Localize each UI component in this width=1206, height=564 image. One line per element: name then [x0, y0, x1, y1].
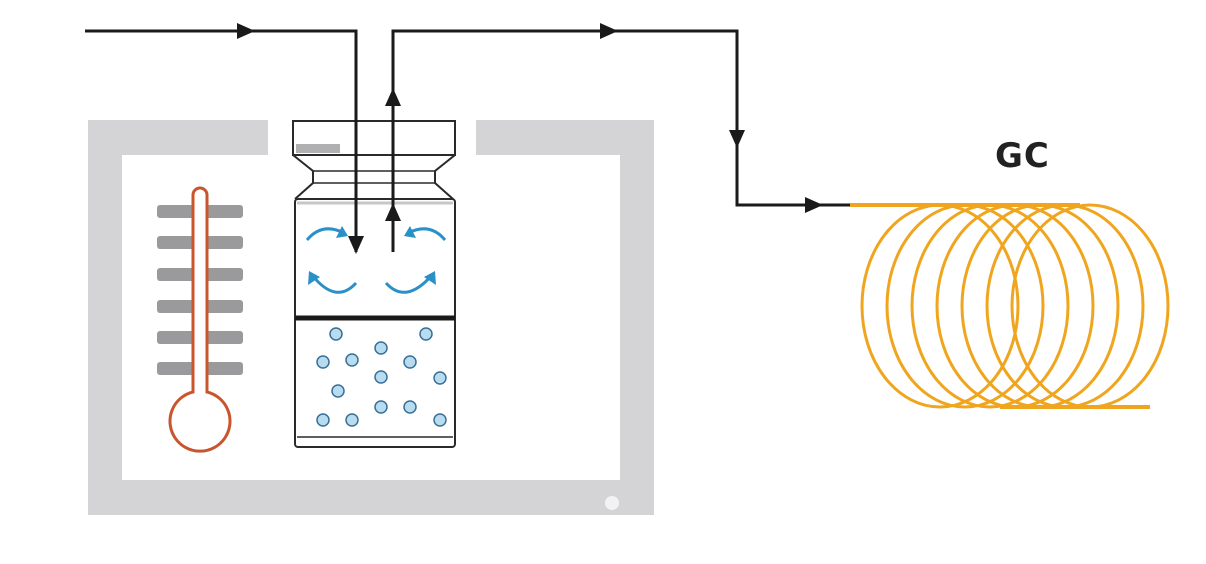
- thermometer-icon: [168, 186, 232, 453]
- bubble: [403, 400, 417, 414]
- bubble: [433, 371, 447, 385]
- oven-highlight: [605, 496, 619, 510]
- bubble: [345, 413, 359, 427]
- column-loop: [960, 203, 1120, 409]
- bubble: [329, 327, 343, 341]
- arrow-right-icon: [805, 197, 823, 213]
- flow-arrowheads: [237, 23, 823, 254]
- bubble: [316, 413, 330, 427]
- arrow-up-icon: [385, 88, 401, 106]
- gc-label: GC: [995, 136, 1050, 176]
- bubble: [433, 413, 447, 427]
- circulation-arrows: [305, 226, 447, 294]
- arrow-right-icon: [600, 23, 618, 39]
- bubble: [374, 341, 388, 355]
- bubble: [345, 353, 359, 367]
- carrier-gas-inlet: [85, 29, 358, 252]
- coiled-gc-column: [850, 203, 1170, 409]
- column-loop: [935, 203, 1095, 409]
- bubble: [331, 384, 345, 398]
- vial-neck: [292, 154, 456, 200]
- column-loop: [885, 203, 1045, 409]
- column-loop: [860, 203, 1020, 409]
- oven: [88, 120, 654, 515]
- column-loop: [985, 203, 1145, 409]
- column-loop: [910, 203, 1070, 409]
- headspace-vial: [292, 120, 456, 448]
- vial-cap-mark: [296, 144, 340, 153]
- arrow-down-icon: [729, 130, 745, 148]
- arrow-up-icon: [385, 203, 401, 221]
- sample-bubbles: [316, 327, 447, 427]
- bubble: [419, 327, 433, 341]
- arrow-down-icon: [348, 236, 364, 254]
- bubble: [316, 355, 330, 369]
- column-loop: [1010, 203, 1170, 409]
- bubble: [403, 355, 417, 369]
- bubble: [374, 370, 388, 384]
- bubble: [374, 400, 388, 414]
- circulation-arrow: [384, 274, 434, 294]
- arrow-right-icon: [237, 23, 255, 39]
